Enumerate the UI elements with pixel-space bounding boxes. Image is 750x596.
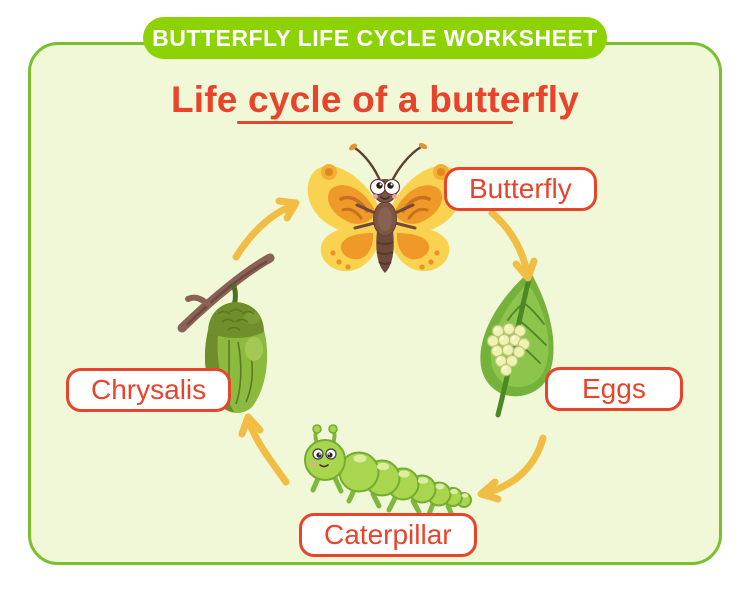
caterpillar-illustration	[293, 424, 473, 519]
stage-label-butterfly: Butterfly	[444, 167, 597, 211]
title-underline	[237, 121, 513, 124]
stage-label-caterpillar: Caterpillar	[299, 513, 477, 557]
arrow-butterfly-to-eggs	[482, 205, 562, 300]
arrow-chrysalis-to-butterfly	[228, 185, 318, 265]
eggs-icon	[480, 271, 554, 418]
eggs-on-leaf-illustration	[468, 268, 578, 420]
stage-label-butterfly-text: Butterfly	[469, 173, 572, 204]
stage-label-chrysalis: Chrysalis	[66, 368, 232, 412]
stage-label-eggs: Eggs	[545, 367, 683, 411]
banner-title: BUTTERFLY LIFE CYCLE WORKSHEET	[152, 24, 598, 51]
stage-label-eggs-text: Eggs	[582, 373, 646, 404]
stage-label-chrysalis-text: Chrysalis	[91, 374, 207, 405]
page-title: Life cycle of a butterfly	[171, 79, 579, 120]
butterfly-icon	[307, 142, 463, 273]
arrow-caterpillar-to-chrysalis	[224, 400, 319, 490]
caterpillar-icon	[304, 424, 472, 518]
worksheet-banner: BUTTERFLY LIFE CYCLE WORKSHEET	[143, 17, 607, 59]
page-title-wrap: Life cycle of a butterfly	[0, 79, 750, 121]
butterfly-illustration	[303, 140, 468, 292]
stage-label-caterpillar-text: Caterpillar	[324, 519, 452, 550]
arrow-eggs-to-caterpillar	[447, 432, 557, 517]
